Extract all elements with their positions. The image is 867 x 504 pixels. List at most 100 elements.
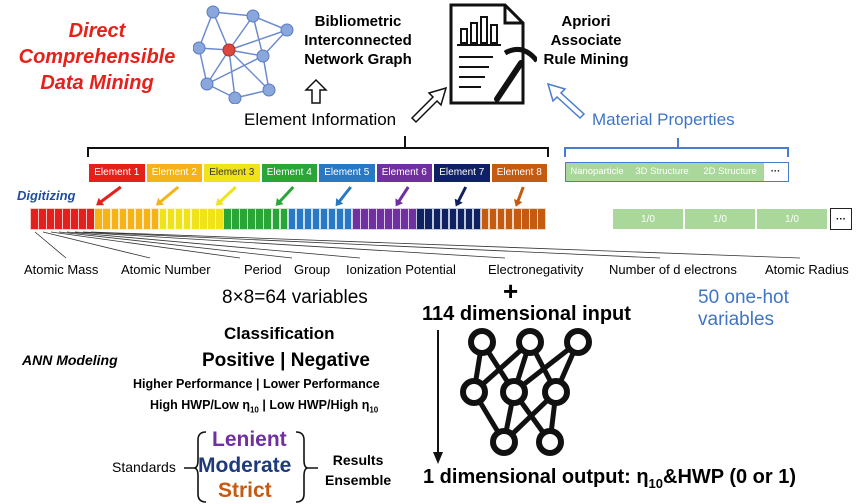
output-prefix: 1 dimensional output: η: [423, 466, 649, 488]
output-dimension: 1 dimensional output: η10&HWP (0 or 1): [423, 466, 796, 491]
criterion-moderate: Moderate: [198, 454, 292, 477]
high-hwp-label: High HWP/Low η: [150, 398, 250, 412]
apriori-label: Apriori Associate Rule Mining: [531, 12, 641, 69]
onehot-cell-more: ···: [830, 208, 852, 230]
digitizing-arrowhead: [275, 198, 284, 206]
document-chart-icon: [449, 3, 537, 105]
digitizing-arrowhead: [395, 198, 404, 207]
digitizing-arrow: [217, 185, 237, 205]
high-hwp-subscript: 10: [249, 405, 259, 415]
element-box-7: Element 7: [433, 163, 491, 183]
material-property-boxes: Nanoparticle 3D Structure 2D Structure ·…: [565, 162, 789, 182]
down-arrow-icon: [433, 330, 443, 464]
digitizing-arrowhead: [155, 197, 164, 206]
feature-period: Period: [244, 262, 282, 277]
material-box-3d-structure: 3D Structure: [628, 163, 696, 181]
separator-3: |: [262, 398, 266, 412]
digitizing-arrows: [96, 185, 525, 207]
digitizing-arrow: [277, 185, 295, 205]
feature-atomic-radius: Atomic Radius: [765, 262, 849, 277]
plus-sign: +: [503, 276, 519, 306]
title-line-2: Comprehensible: [18, 46, 176, 68]
feature-electronegativity: Electronegativity: [488, 262, 584, 277]
onehot-cell-3: 1/0: [756, 208, 828, 230]
title-line-1: Direct: [68, 20, 126, 42]
output-subscript: 10: [648, 476, 664, 491]
material-box-2d-structure: 2D Structure: [696, 163, 764, 181]
feature-group: Group: [294, 262, 331, 277]
positive-label: Positive: [202, 350, 275, 371]
apriori-line-1: Apriori: [561, 13, 611, 30]
negative-label: Negative: [290, 350, 370, 371]
up-arrow-icon: [304, 78, 328, 104]
digitizing-arrowhead: [335, 198, 344, 207]
material-bracket: [564, 138, 789, 157]
title: Direct Comprehensible Data Mining: [6, 18, 188, 96]
feature-connectors: [34, 231, 801, 259]
element-bracket: [87, 136, 549, 157]
onehot-variables-count: 50 one-hot variables: [698, 287, 789, 330]
bibliometric-line-3: Network Graph: [304, 51, 412, 68]
blue-arrow-icon: [546, 82, 586, 120]
element-box-2: Element 2: [145, 163, 203, 183]
onehot-cell-2: 1/0: [684, 208, 756, 230]
digitizing-arrow: [515, 186, 525, 204]
higher-performance-label: Higher Performance: [133, 377, 253, 391]
material-properties-label: Material Properties: [592, 110, 735, 129]
element-box-6: Element 6: [375, 163, 433, 183]
criterion-strict: Strict: [218, 479, 272, 502]
results-ensemble-label: Results Ensemble: [325, 450, 391, 490]
diagonal-arrow-icon: [410, 86, 448, 124]
digitizing-arrow: [456, 186, 468, 204]
digitizing-arrowhead: [215, 197, 224, 206]
hwp-row: High HWP/Low η10 | Low HWP/High η10: [150, 398, 378, 415]
feature-ionization-potential: Ionization Potential: [346, 262, 456, 277]
digitizing-arrowhead: [513, 198, 523, 207]
apriori-line-3: Rule Mining: [543, 51, 629, 68]
input-dimension: 114 dimensional input: [422, 303, 631, 325]
element-box-1: Element 1: [88, 163, 146, 183]
low-hwp-label: Low HWP/High η: [269, 398, 370, 412]
variables-count: 8×8=64 variables: [222, 287, 368, 308]
neural-network-icon: [460, 328, 592, 456]
bibliometric-line-2: Interconnected: [304, 32, 412, 49]
performance-row: Higher Performance | Lower Performance: [133, 377, 380, 391]
digitizing-label: Digitizing: [17, 188, 76, 203]
element-information-label: Element Information: [244, 110, 397, 129]
material-box-more: ···: [764, 163, 787, 181]
material-box-nanoparticle: Nanoparticle: [566, 163, 628, 181]
positive-negative-row: Positive | Negative: [202, 350, 370, 372]
digitizing-arrow: [158, 185, 180, 205]
element-box-5: Element 5: [318, 163, 376, 183]
digitizing-arrow: [336, 186, 352, 204]
variable-cell: [537, 208, 546, 230]
element-box-3: Element 3: [203, 163, 261, 183]
digitizing-arrowhead: [96, 197, 105, 206]
standards-label: Standards: [112, 459, 176, 475]
digitizing-arrow: [98, 185, 122, 205]
results-line: Results: [332, 452, 384, 468]
feature-number-of-d-electrons: Number of d electrons: [609, 262, 737, 277]
element-box-4: Element 4: [260, 163, 318, 183]
standards-braces: [184, 431, 318, 503]
criterion-lenient: Lenient: [212, 428, 287, 451]
feature-atomic-mass: Atomic Mass: [24, 262, 99, 277]
low-hwp-subscript: 10: [369, 405, 379, 415]
title-line-3: Data Mining: [40, 72, 154, 94]
separator: |: [280, 350, 286, 371]
lower-performance-label: Lower Performance: [262, 377, 380, 391]
apriori-line-2: Associate: [550, 32, 622, 49]
digitizing-arrow: [396, 186, 410, 204]
digitizing-arrowhead: [454, 198, 463, 207]
ann-modeling-label: ANN Modeling: [22, 352, 118, 368]
feature-atomic-number: Atomic Number: [121, 262, 211, 277]
onehot-cell-1: 1/0: [612, 208, 684, 230]
bibliometric-line-1: Bibliometric: [314, 13, 402, 30]
connector-arrows: [87, 78, 789, 157]
classification-title: Classification: [224, 324, 335, 343]
separator-2: |: [255, 377, 260, 391]
bibliometric-label: Bibliometric Interconnected Network Grap…: [293, 12, 423, 69]
network-graph-icon: [193, 5, 294, 104]
output-suffix: &HWP (0 or 1): [663, 466, 796, 488]
